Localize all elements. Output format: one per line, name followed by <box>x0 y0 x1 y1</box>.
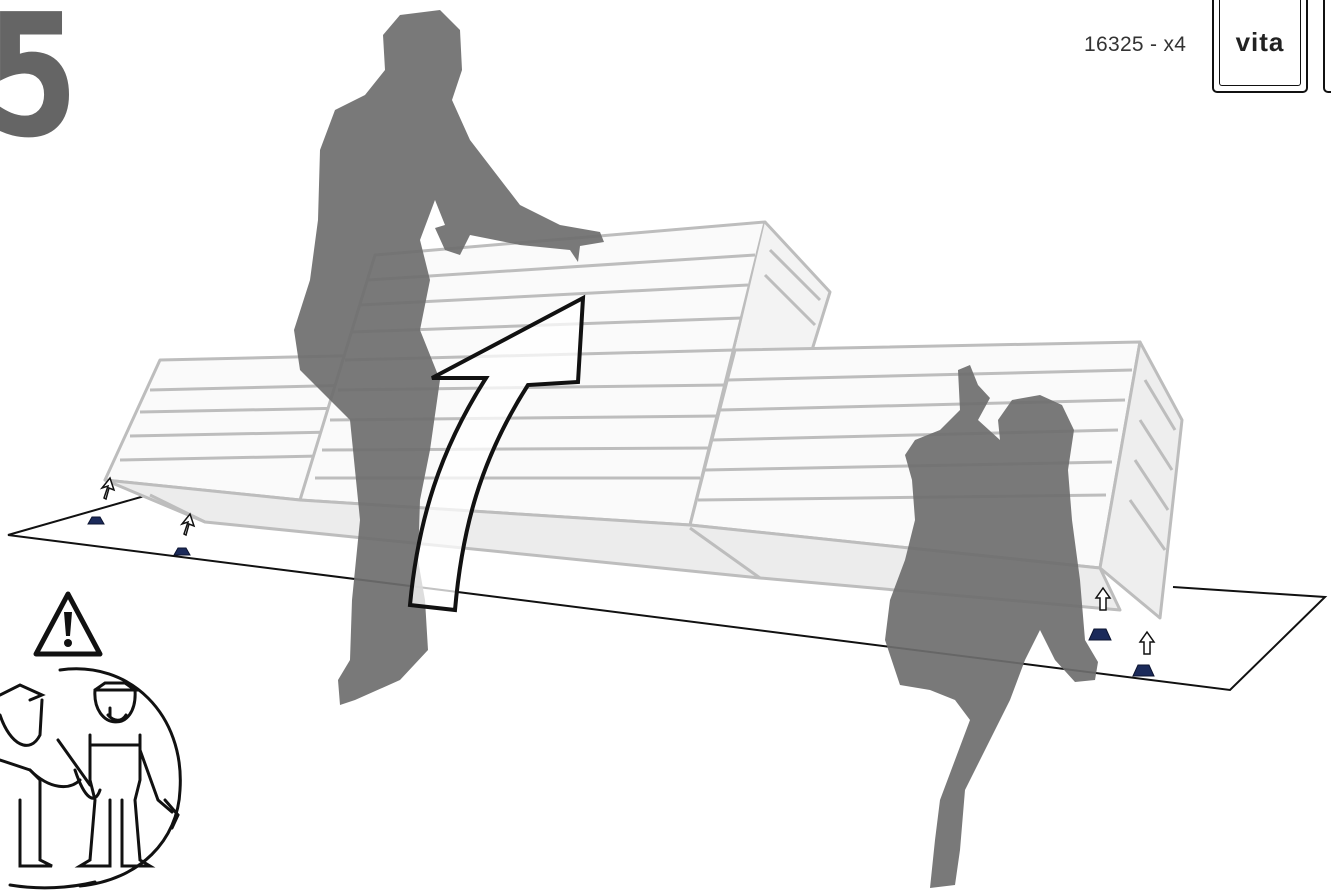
warning-triangle-icon <box>36 594 100 654</box>
clip-icon <box>1089 629 1111 640</box>
two-person-assembly-icon <box>0 669 180 888</box>
person-right-silhouette <box>885 365 1098 888</box>
clip-icon <box>88 517 104 524</box>
lift-arrow-up-icon <box>1140 632 1154 654</box>
clip-icon <box>1133 665 1154 676</box>
clip-icon <box>174 548 190 555</box>
